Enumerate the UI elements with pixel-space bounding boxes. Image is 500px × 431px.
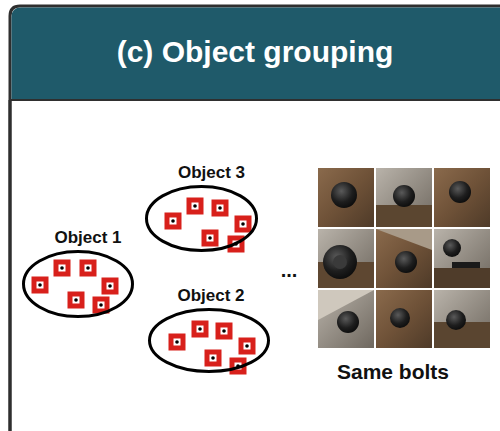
bolt-photos xyxy=(318,168,490,348)
object-label: Object 1 xyxy=(42,226,134,250)
group-ellipse xyxy=(22,250,134,318)
caption-label: Same bolts xyxy=(337,360,449,384)
object-label: Object 3 xyxy=(165,161,258,185)
group-ellipse xyxy=(148,308,270,373)
object-label: Object 2 xyxy=(152,284,270,308)
object-group: Object 2 xyxy=(148,284,270,373)
group-ellipse xyxy=(145,185,258,252)
ellipsis: ... xyxy=(281,259,298,282)
title-band: (c) Object grouping xyxy=(10,6,500,98)
object-group: Object 3 xyxy=(145,161,258,252)
title-text: (c) Object grouping xyxy=(117,35,394,69)
object-group: Object 1 xyxy=(22,226,134,318)
